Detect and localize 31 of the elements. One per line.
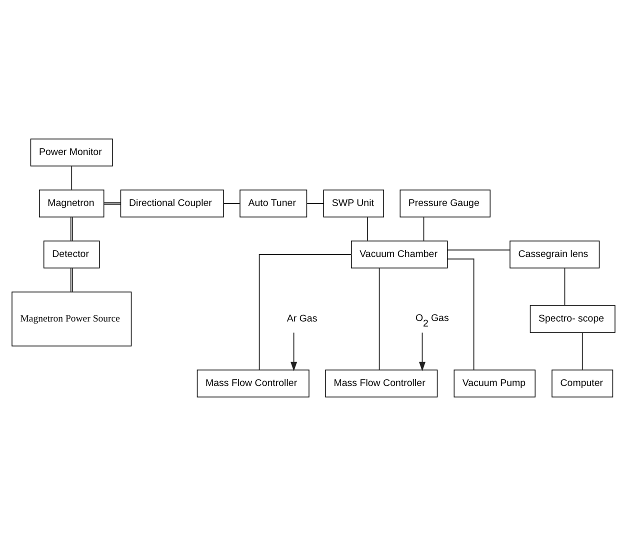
- node-box: Pressure Gauge: [400, 190, 490, 218]
- node-box: Mass Flow Controller: [196, 370, 310, 398]
- node-box: Vacuum Pump: [454, 370, 536, 398]
- connector: [258, 254, 352, 370]
- node-box: SWP Unit: [323, 190, 384, 218]
- connector: [367, 216, 368, 242]
- node-box: Power Monitor: [30, 138, 113, 166]
- connector: [223, 203, 240, 204]
- connector: [378, 268, 380, 370]
- arrow: [290, 332, 298, 372]
- node-box: Vacuum Chamber: [351, 240, 448, 268]
- connector: [582, 332, 583, 370]
- node-box: Detector: [44, 240, 100, 268]
- node-box: Directional Coupler: [120, 190, 224, 218]
- node-box: Magnetron Power Source: [12, 292, 132, 346]
- node-text: Ar Gas: [286, 314, 318, 325]
- connector: [70, 268, 73, 292]
- connector: [71, 166, 72, 190]
- node-box: Auto Tuner: [240, 190, 308, 218]
- node-box: Mass Flow Controller: [325, 370, 438, 398]
- node-box: Magnetron: [39, 190, 104, 218]
- connector: [70, 216, 73, 242]
- connector: [447, 258, 474, 370]
- connector: [306, 203, 324, 204]
- connector: [104, 202, 121, 205]
- node-box: Cassegrain lens: [510, 240, 600, 268]
- node-box: Computer: [552, 370, 614, 398]
- arrow: [419, 332, 426, 372]
- node-box: Spectro- scope: [530, 305, 616, 333]
- connector: [423, 216, 424, 242]
- connector: [564, 268, 566, 306]
